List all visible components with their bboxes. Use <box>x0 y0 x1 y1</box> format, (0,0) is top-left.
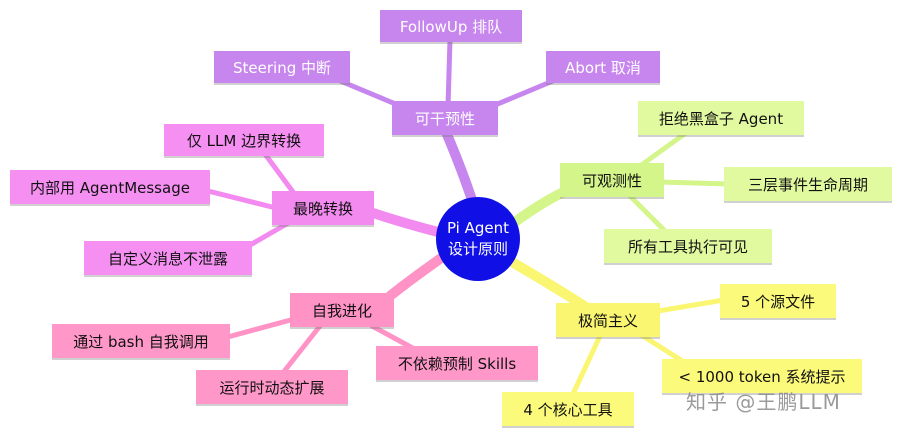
edge-selfevolution-bash <box>221 315 301 341</box>
branch-intervention: 可干预性 <box>392 101 498 135</box>
central-node-line2: 设计原则 <box>447 240 508 258</box>
observability-event-lifecycle: 三层事件生命周期 <box>724 167 892 201</box>
watermark: 知乎 @王鹏LLM <box>686 390 841 414</box>
branch-self-evolution: 自我进化 <box>290 293 394 327</box>
observability-tools-visible: 所有工具执行可见 <box>604 229 772 263</box>
edge-selfevolution-runtime <box>279 323 323 377</box>
self-evolution-bash: 通过 bash 自我调用 <box>52 324 230 358</box>
edge-observability-events <box>657 179 733 187</box>
edge-minimalism-files <box>649 297 727 315</box>
late-conversion-no-leak: 自定义消息不泄露 <box>84 241 252 275</box>
edge-center-lateconversion <box>365 207 443 237</box>
edge-lateconversion-llm <box>259 147 299 199</box>
branch-late-conversion: 最晚转换 <box>272 191 374 225</box>
edge-center-intervention <box>441 127 477 205</box>
intervention-steering: Steering 中断 <box>214 51 350 83</box>
late-conversion-agentmessage: 内部用 AgentMessage <box>10 170 210 204</box>
late-conversion-llm-boundary: 仅 LLM 边界转换 <box>164 124 324 156</box>
intervention-followup: FollowUp 排队 <box>380 10 522 42</box>
edge-center-selfevolution <box>385 251 449 301</box>
self-evolution-no-prebuilt-skills: 不依赖预制 Skills <box>376 346 538 380</box>
intervention-abort: Abort 取消 <box>546 51 660 83</box>
edge-intervention-followup <box>445 37 453 109</box>
observability-no-blackbox: 拒绝黑盒子 Agent <box>638 101 804 135</box>
edge-minimalism-tools <box>569 333 603 399</box>
edge-observability-blackbox <box>637 127 693 169</box>
branch-minimalism: 极简主义 <box>556 303 660 337</box>
minimalism-core-tools: 4 个核心工具 <box>502 392 634 426</box>
edge-lateconversion-internal <box>201 187 279 211</box>
central-node: Pi Agent 设计原则 <box>436 197 520 281</box>
self-evolution-runtime-extension: 运行时动态扩展 <box>196 370 348 404</box>
branch-observability: 可观测性 <box>560 163 664 197</box>
central-node-line1: Pi Agent <box>446 219 510 237</box>
minimalism-source-files: 5 个源文件 <box>720 284 836 318</box>
minimalism-system-prompt: < 1000 token 系统提示 <box>662 359 862 393</box>
edge-intervention-abort <box>485 75 563 111</box>
